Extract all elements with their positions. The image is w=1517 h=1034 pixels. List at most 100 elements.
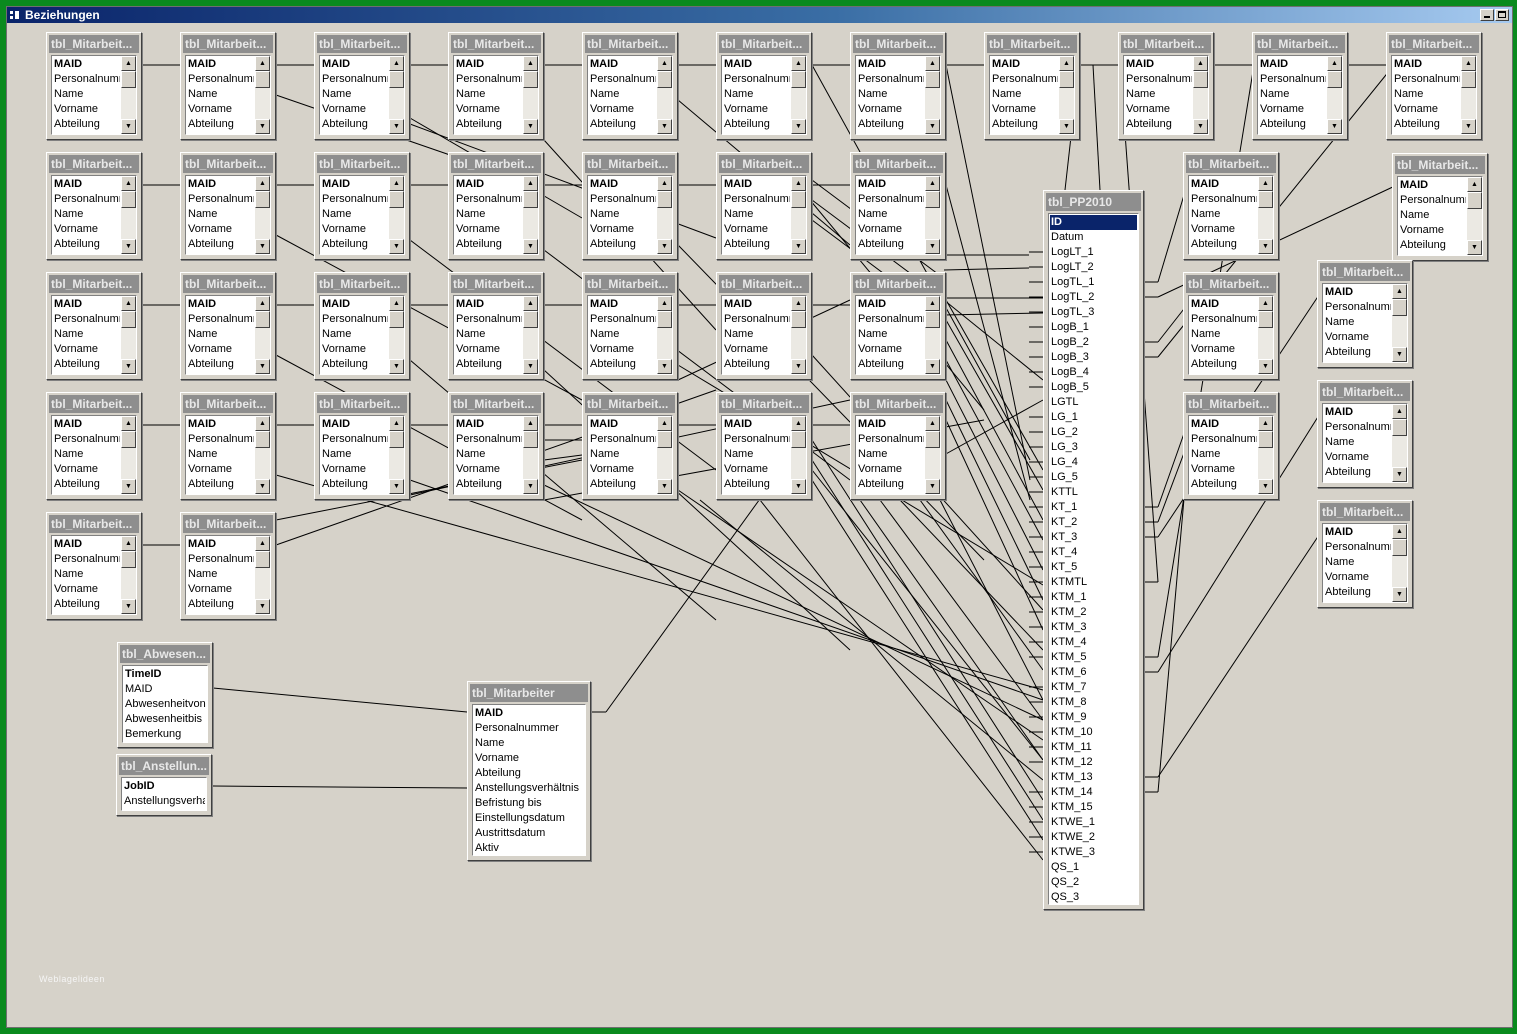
scroll-thumb[interactable] xyxy=(121,191,136,208)
field-vorname[interactable]: Vorname xyxy=(322,223,367,235)
field-list[interactable]: MAIDPersonalnummNameVornameAbteilung▲▼ xyxy=(1188,175,1274,255)
field-maid[interactable]: MAID xyxy=(125,683,153,695)
field-personalnumm[interactable]: Personalnumm xyxy=(1191,433,1257,445)
table-scrollbar[interactable]: ▲▼ xyxy=(925,296,940,374)
scroll-thumb[interactable] xyxy=(1392,419,1407,436)
scroll-down-arrow-icon[interactable]: ▼ xyxy=(791,479,806,494)
field-personalnumm[interactable]: Personalnumm xyxy=(1325,421,1391,433)
field-datum[interactable]: Datum xyxy=(1051,231,1084,243)
field-abteilung[interactable]: Abteilung xyxy=(858,118,904,130)
table-scrollbar[interactable]: ▲▼ xyxy=(523,176,538,254)
field-timeid[interactable]: TimeID xyxy=(125,668,162,680)
scroll-down-arrow-icon[interactable]: ▼ xyxy=(255,479,270,494)
scroll-thumb[interactable] xyxy=(523,191,538,208)
relationship-line[interactable] xyxy=(677,489,1044,741)
scroll-up-arrow-icon[interactable]: ▲ xyxy=(657,56,672,71)
field-maid[interactable]: MAID xyxy=(724,178,753,190)
scroll-down-arrow-icon[interactable]: ▼ xyxy=(1327,119,1342,134)
field-maid[interactable]: MAID xyxy=(54,58,83,70)
table-title[interactable]: tbl_Mitarbeit... xyxy=(585,35,675,53)
field-name[interactable]: Name xyxy=(188,448,218,460)
table-tbl-mitarbeit[interactable]: tbl_Mitarbeit...MAIDPersonalnummNameVorn… xyxy=(716,392,812,500)
field-befristung-bis[interactable]: Befristung bis xyxy=(475,797,542,809)
scroll-thumb[interactable] xyxy=(255,311,270,328)
field-list[interactable]: MAIDPersonalnummNameVornameAbteilung▲▼ xyxy=(587,175,673,255)
field-personalnumm[interactable]: Personalnumm xyxy=(54,73,120,85)
table-title[interactable]: tbl_Mitarbeit... xyxy=(49,515,139,533)
field-maid[interactable]: MAID xyxy=(456,178,485,190)
field-name[interactable]: Name xyxy=(54,448,84,460)
field-maid[interactable]: MAID xyxy=(858,298,887,310)
table-scrollbar[interactable]: ▲▼ xyxy=(389,56,404,134)
field-ktm-14[interactable]: KTM_14 xyxy=(1051,786,1093,798)
table-tbl-mitarbeit[interactable]: tbl_Mitarbeit...MAIDPersonalnummNameVorn… xyxy=(716,272,812,380)
field-qs-2[interactable]: QS_2 xyxy=(1051,876,1080,888)
field-list[interactable]: MAIDPersonalnummNameVornameAbteilung▲▼ xyxy=(453,55,539,135)
field-list[interactable]: MAIDPersonalnummNameVornameAbteilung▲▼ xyxy=(319,55,405,135)
table-tbl-mitarbeit[interactable]: tbl_Mitarbeit...MAIDPersonalnummNameVorn… xyxy=(448,32,544,140)
table-tbl-mitarbeit[interactable]: tbl_Mitarbeit...MAIDPersonalnummNameVorn… xyxy=(1252,32,1348,140)
scroll-up-arrow-icon[interactable]: ▲ xyxy=(791,416,806,431)
table-tbl-mitarbeit[interactable]: tbl_Mitarbeit...MAIDPersonalnummNameVorn… xyxy=(448,152,544,260)
relationship-line[interactable] xyxy=(275,474,1044,691)
field-name[interactable]: Name xyxy=(188,328,218,340)
relationship-line[interactable] xyxy=(945,399,1044,601)
relationship-line[interactable] xyxy=(945,419,1044,631)
field-list[interactable]: MAIDPersonalnummNameVornameAbteilung▲▼ xyxy=(1322,403,1408,483)
table-scrollbar[interactable]: ▲▼ xyxy=(791,296,806,374)
field-list[interactable]: MAIDPersonalnummNameVornameAbteilung▲▼ xyxy=(51,175,137,255)
field-maid[interactable]: MAID xyxy=(475,707,504,719)
field-logb-1[interactable]: LogB_1 xyxy=(1051,321,1089,333)
scroll-thumb[interactable] xyxy=(1467,192,1482,209)
table-title[interactable]: tbl_Mitarbeit... xyxy=(49,395,139,413)
field-abteilung[interactable]: Abteilung xyxy=(1325,466,1371,478)
table-title[interactable]: tbl_Mitarbeit... xyxy=(183,515,273,533)
scroll-up-arrow-icon[interactable]: ▲ xyxy=(1258,416,1273,431)
scroll-up-arrow-icon[interactable]: ▲ xyxy=(1258,176,1273,191)
field-anstellungsverh-ltnis[interactable]: Anstellungsverhältnis xyxy=(475,782,579,794)
field-kt-5[interactable]: KT_5 xyxy=(1051,561,1078,573)
field-personalnumm[interactable]: Personalnumm xyxy=(590,313,656,325)
scroll-thumb[interactable] xyxy=(925,191,940,208)
table-tbl-mitarbeit[interactable]: tbl_Mitarbeit...MAIDPersonalnummNameVorn… xyxy=(46,32,142,140)
field-aktiv[interactable]: Aktiv xyxy=(475,842,499,854)
field-ktm-12[interactable]: KTM_12 xyxy=(1051,756,1093,768)
table-tbl-mitarbeit[interactable]: tbl_Mitarbeit...MAIDPersonalnummNameVorn… xyxy=(448,392,544,500)
field-name[interactable]: Name xyxy=(858,448,888,460)
field-anstellungsverha[interactable]: Anstellungsverha xyxy=(124,795,205,807)
field-name[interactable]: Name xyxy=(590,88,620,100)
relationship-line[interactable] xyxy=(945,379,1044,571)
table-title[interactable]: tbl_Mitarbeit... xyxy=(853,35,943,53)
field-maid[interactable]: MAID xyxy=(724,58,753,70)
scroll-up-arrow-icon[interactable]: ▲ xyxy=(523,176,538,191)
field-ktwe-1[interactable]: KTWE_1 xyxy=(1051,816,1096,828)
relationship-line[interactable] xyxy=(943,312,1044,316)
table-tbl-mitarbeit[interactable]: tbl_Mitarbeit...MAIDPersonalnummNameVorn… xyxy=(850,272,946,380)
field-maid[interactable]: MAID xyxy=(456,418,485,430)
table-scrollbar[interactable]: ▲▼ xyxy=(1392,524,1407,602)
relationship-line[interactable] xyxy=(939,499,1044,701)
scroll-up-arrow-icon[interactable]: ▲ xyxy=(1392,524,1407,539)
table-scrollbar[interactable]: ▲▼ xyxy=(389,416,404,494)
table-tbl-mitarbeit[interactable]: tbl_Mitarbeit...MAIDPersonalnummNameVorn… xyxy=(46,152,142,260)
table-title[interactable]: tbl_Mitarbeit... xyxy=(719,35,809,53)
field-vorname[interactable]: Vorname xyxy=(54,223,99,235)
table-title[interactable]: tbl_Mitarbeit... xyxy=(183,35,273,53)
field-personalnumm[interactable]: Personalnumm xyxy=(322,313,388,325)
field-list[interactable]: MAIDPersonalnummNameVornameAbteilung▲▼ xyxy=(185,535,271,615)
field-abteilung[interactable]: Abteilung xyxy=(456,478,502,490)
field-list[interactable]: MAIDPersonalnummNameVornameAbteilung▲▼ xyxy=(721,55,807,135)
table-scrollbar[interactable]: ▲▼ xyxy=(1467,177,1482,255)
relationship-line[interactable] xyxy=(1092,64,1101,191)
field-abteilung[interactable]: Abteilung xyxy=(54,598,100,610)
scroll-thumb[interactable] xyxy=(791,191,806,208)
field-maid[interactable]: MAID xyxy=(188,418,217,430)
table-tbl-mitarbeit[interactable]: tbl_Mitarbeit...MAIDPersonalnummNameVorn… xyxy=(1317,260,1413,368)
field-vorname[interactable]: Vorname xyxy=(858,343,903,355)
field-vorname[interactable]: Vorname xyxy=(188,343,233,355)
field-name[interactable]: Name xyxy=(54,208,84,220)
field-logb-3[interactable]: LogB_3 xyxy=(1051,351,1089,363)
field-personalnumm[interactable]: Personalnumm xyxy=(1394,73,1460,85)
table-title[interactable]: tbl_Mitarbeit... xyxy=(49,35,139,53)
